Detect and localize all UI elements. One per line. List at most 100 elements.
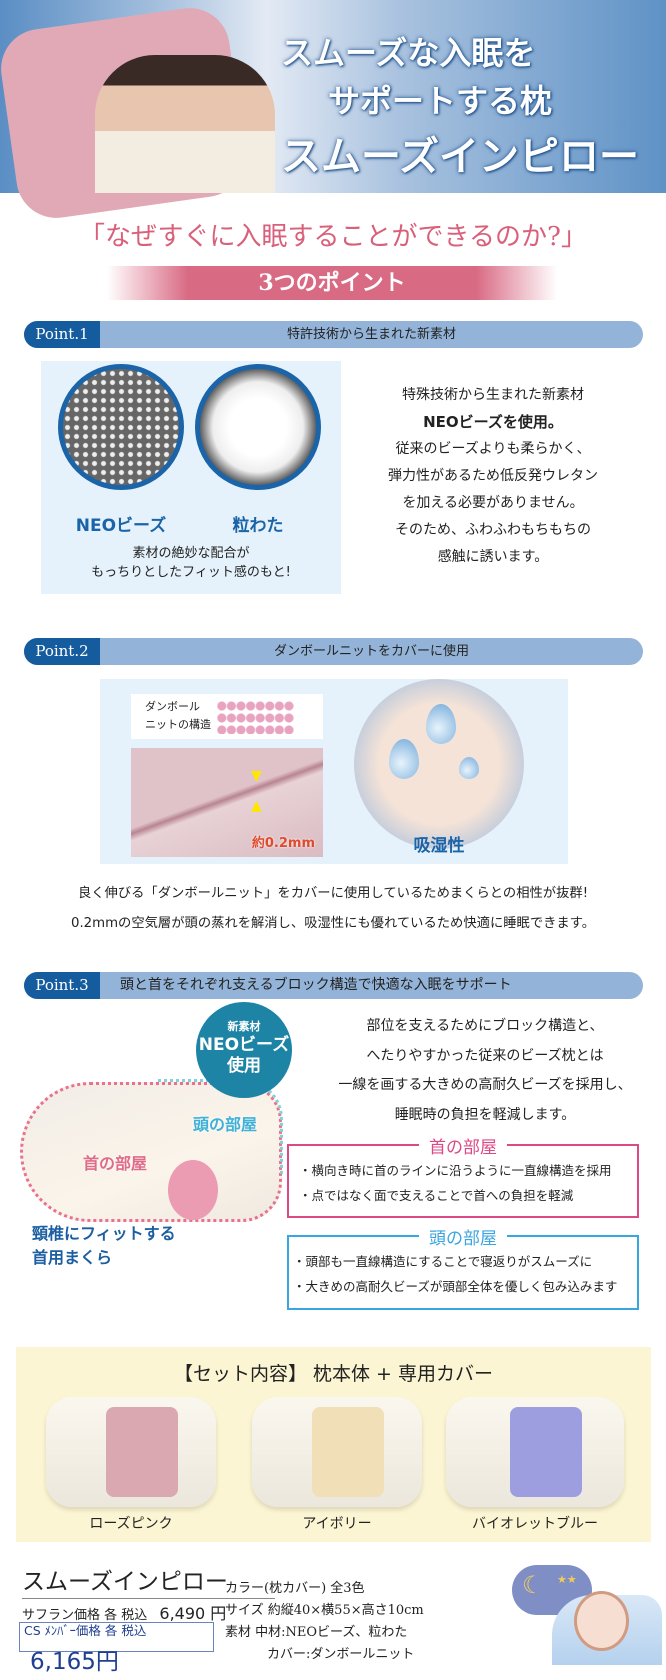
neo-beads-label: NEOビーズ bbox=[75, 516, 167, 536]
color-label: ローズピンク bbox=[89, 1516, 173, 1532]
knit-diagram: ダンボール ニットの構造 bbox=[131, 694, 323, 739]
moisture-image bbox=[354, 679, 524, 849]
pillow-diagram bbox=[20, 1079, 283, 1222]
color-label: アイボリー bbox=[302, 1516, 372, 1532]
water-drop-icon bbox=[389, 739, 419, 779]
arrow-down-icon: ▼ bbox=[251, 768, 262, 784]
text-line: 特殊技術から生まれた新素材 bbox=[402, 387, 584, 403]
label-line: ダンボール bbox=[145, 700, 200, 713]
thickness-label: 約0.2mm bbox=[251, 836, 315, 851]
head-room-item: ・頭部も一直線構造にすることで寝返りがスムーズに bbox=[293, 1254, 593, 1269]
member-price-box: CS ﾒﾝﾊﾞｰ価格 各 税込 6,165円 bbox=[19, 1622, 214, 1675]
head-room-title: 頭の部屋 bbox=[419, 1229, 507, 1249]
cover-swatch bbox=[510, 1407, 582, 1497]
product-name: スムーズインピロー bbox=[22, 1562, 275, 1599]
cotton-label: 粒わた bbox=[232, 516, 284, 536]
neck-room-item: ・横向き時に首のラインに沿うように一直線構造を採用 bbox=[299, 1163, 612, 1178]
set-contents-section: 【セット内容】 枕本体 + 専用カバー ローズピンク アイボリー バイオレットブ… bbox=[16, 1347, 651, 1542]
spec-line: 素材 中材:NEOビーズ、粒わた bbox=[225, 1625, 408, 1640]
color-label: バイオレットブルー bbox=[472, 1516, 598, 1532]
text-line: へたりやすかった従来のビーズ枕とは bbox=[366, 1047, 604, 1064]
sleeping-woman-image bbox=[95, 55, 275, 193]
text-line: NEOビーズを使用。 bbox=[423, 413, 563, 431]
water-drop-icon bbox=[426, 704, 456, 744]
point2-tab: Point.2 bbox=[24, 638, 100, 665]
caption-line: 素材の絶妙な配合が bbox=[132, 546, 250, 561]
head-room-box: 頭の部屋 ・頭部も一直線構造にすることで寝返りがスムーズに ・大きめの高耐久ビー… bbox=[287, 1229, 639, 1310]
price-value: 6,490 円 bbox=[159, 1604, 227, 1623]
text-line: 部位を支えるためにブロック構造と、 bbox=[366, 1018, 604, 1034]
price-label: サフラン価格 各 税込 bbox=[22, 1608, 148, 1623]
point3-description: 部位を支えるためにブロック構造と、 へたりやすかった従来のビーズ枕とは 一線を画… bbox=[310, 1012, 660, 1130]
knit-pattern-icon bbox=[217, 700, 294, 734]
text-line: 0.2mmの空気層が頭の蒸れを解消し、吸湿性にも優れているため快適に睡眠できます… bbox=[70, 916, 595, 931]
neck-room-item: ・点ではなく面で支えることで首への負担を軽減 bbox=[299, 1188, 574, 1203]
neo-beads-badge: 新素材 NEOビーズ 使用 bbox=[196, 1002, 292, 1098]
absorb-label: 吸湿性 bbox=[413, 836, 465, 856]
badge-line: NEOビーズ bbox=[198, 1035, 290, 1055]
point1-title: 特許技術から生まれた新素材 bbox=[286, 327, 456, 342]
badge-line: 新素材 bbox=[227, 1020, 261, 1033]
materials-box: NEOビーズ 粒わた 素材の絶妙な配合が もっちりとしたフィット感のもと! bbox=[41, 361, 341, 594]
knit-diagram-label: ダンボール ニットの構造 bbox=[145, 698, 211, 734]
text-line: 感触に誘います。 bbox=[437, 549, 549, 565]
point2-bar: Point.2 ダンボールニットをカバーに使用 bbox=[24, 638, 643, 665]
regular-price: サフラン価格 各 税込 6,490 円 bbox=[22, 1600, 226, 1624]
cover-swatch bbox=[312, 1407, 384, 1497]
pillow-ivory bbox=[252, 1397, 422, 1507]
spec-line: サイズ 約縦40×横55×高さ10cm bbox=[225, 1603, 424, 1618]
cover-swatch bbox=[106, 1407, 178, 1497]
text-line: そのため、ふわふわもちもちの bbox=[395, 522, 591, 538]
text-line: 良く伸びる「ダンボールニット」をカバーに使用しているためまくらとの相性が抜群! bbox=[77, 886, 589, 901]
star-icon: ★★ bbox=[557, 1573, 577, 1586]
text-line: 従来のビーズよりも柔らかく、 bbox=[395, 441, 591, 457]
cotton-image bbox=[195, 364, 321, 490]
hero-title-line2: サポートする枕 bbox=[328, 82, 553, 120]
pillow-rose-pink bbox=[46, 1397, 216, 1507]
pillow-violet-blue bbox=[446, 1397, 624, 1507]
label-line: 頸椎にフィットする bbox=[32, 1224, 176, 1243]
text-line: 一線を画する大きめの高耐久ビーズを採用し、 bbox=[338, 1077, 632, 1093]
point3-bar: Point.3 頭と首をそれぞれ支えるブロック構造で快適な入眠をサポート bbox=[24, 972, 643, 999]
neck-room-title: 首の部屋 bbox=[419, 1138, 507, 1158]
point1-bar: Point.1 特許技術から生まれた新素材 bbox=[24, 321, 643, 348]
woman-face-icon bbox=[574, 1591, 629, 1651]
label-line: 首用まくら bbox=[32, 1248, 113, 1267]
neo-beads-image bbox=[58, 364, 184, 490]
label-line: ニットの構造 bbox=[145, 718, 211, 731]
point1-tab: Point.1 bbox=[24, 321, 100, 348]
fabric-photo: ▼ ▲ 約0.2mm bbox=[131, 748, 323, 857]
badge-line: 使用 bbox=[227, 1056, 261, 1076]
materials-caption: 素材の絶妙な配合が もっちりとしたフィット感のもと! bbox=[41, 544, 341, 582]
spec-line: カバー:ダンボールニット bbox=[267, 1647, 415, 1662]
caption-line: もっちりとしたフィット感のもと! bbox=[91, 565, 291, 580]
hero-banner: スムーズな入眠を サポートする枕 スムーズインピロー bbox=[0, 0, 666, 224]
points-heading: 3つのポイント bbox=[107, 266, 557, 300]
point3-tab: Point.3 bbox=[24, 972, 100, 999]
spec-line: カラー(枕カバー) 全3色 bbox=[225, 1581, 365, 1596]
hero-product-name: スムーズインピロー bbox=[281, 133, 639, 180]
cover-box: ダンボール ニットの構造 ▼ ▲ 約0.2mm 吸湿性 bbox=[100, 679, 568, 864]
moon-icon: ☾ bbox=[522, 1571, 544, 1599]
point2-description: 良く伸びる「ダンボールニット」をカバーに使用しているためまくらとの相性が抜群! … bbox=[0, 879, 666, 939]
head-room-item: ・大きめの高耐久ビーズが頭部全体を優しく包み込みます bbox=[293, 1279, 618, 1294]
neck-room-label: 首の部屋 bbox=[83, 1154, 148, 1173]
text-line: を加える必要がありません。 bbox=[402, 495, 584, 511]
question-heading: 「なぜすぐに入眠することができるのか?」 bbox=[79, 222, 587, 252]
head-room-label: 頭の部屋 bbox=[193, 1115, 258, 1134]
point2-title: ダンボールニットをカバーに使用 bbox=[273, 644, 469, 659]
sleeping-illustration: ☾ ★★ bbox=[512, 1565, 662, 1665]
text-line: 弾力性があるため低反発ウレタン bbox=[388, 468, 598, 484]
hero-title-line1: スムーズな入眠を bbox=[281, 34, 536, 72]
neck-roll-icon bbox=[168, 1160, 218, 1220]
point1-description: 特殊技術から生まれた新素材 NEOビーズを使用。 従来のビーズよりも柔らかく、 … bbox=[355, 382, 631, 571]
member-price-value: 6,165円 bbox=[30, 1649, 119, 1675]
member-price-label: CS ﾒﾝﾊﾞｰ価格 各 税込 bbox=[24, 1623, 147, 1638]
arrow-up-icon: ▲ bbox=[251, 798, 262, 814]
product-specs: カラー(枕カバー) 全3色 サイズ 約縦40×横55×高さ10cm 素材 中材:… bbox=[225, 1578, 424, 1666]
water-drop-icon bbox=[459, 757, 479, 779]
neck-fit-label: 頸椎にフィットする 首用まくら bbox=[32, 1222, 176, 1270]
set-title: 【セット内容】 枕本体 + 専用カバー bbox=[173, 1363, 494, 1385]
neck-room-box: 首の部屋 ・横向き時に首のラインに沿うように一直線構造を採用 ・点ではなく面で支… bbox=[287, 1138, 639, 1218]
text-line: 睡眠時の負担を軽減します。 bbox=[394, 1106, 576, 1123]
